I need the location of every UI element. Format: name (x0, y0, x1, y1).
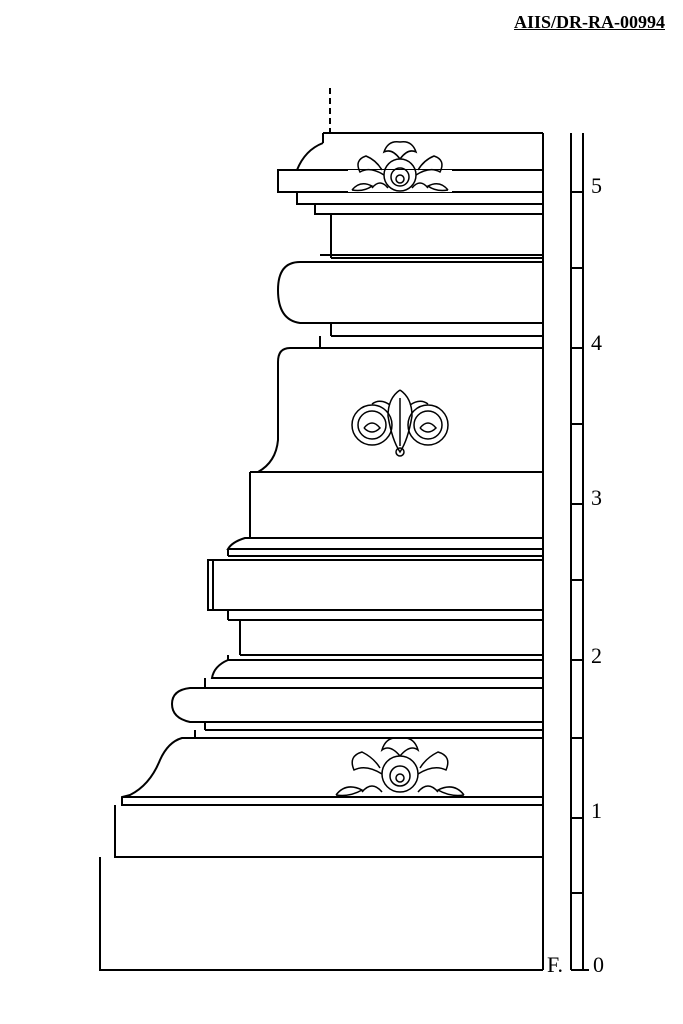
main-cyma-band (249, 347, 543, 539)
scale-label-2: 2 (591, 643, 602, 668)
floor-label: F. (547, 952, 563, 977)
upper-torus-moulding (276, 254, 543, 349)
lower-torus-moulding (170, 687, 543, 739)
scale-label-3: 3 (591, 485, 602, 510)
plinth-base-blocks (99, 805, 543, 971)
lower-cyma-band (121, 737, 543, 806)
scale-label-0: 0 (593, 952, 604, 977)
lotus-medallion-ornament (351, 389, 449, 457)
kudu-ornament-bottom (335, 737, 465, 797)
middle-mouldings (204, 537, 543, 689)
drawing-reference-code: AIIS/DR-RA-00994 (513, 12, 665, 32)
scale-label-4: 4 (591, 330, 602, 355)
scale-label-1: 1 (591, 798, 602, 823)
kudu-ornament-top (348, 140, 452, 192)
height-scale-bar (570, 133, 589, 971)
scale-label-5: 5 (591, 173, 602, 198)
